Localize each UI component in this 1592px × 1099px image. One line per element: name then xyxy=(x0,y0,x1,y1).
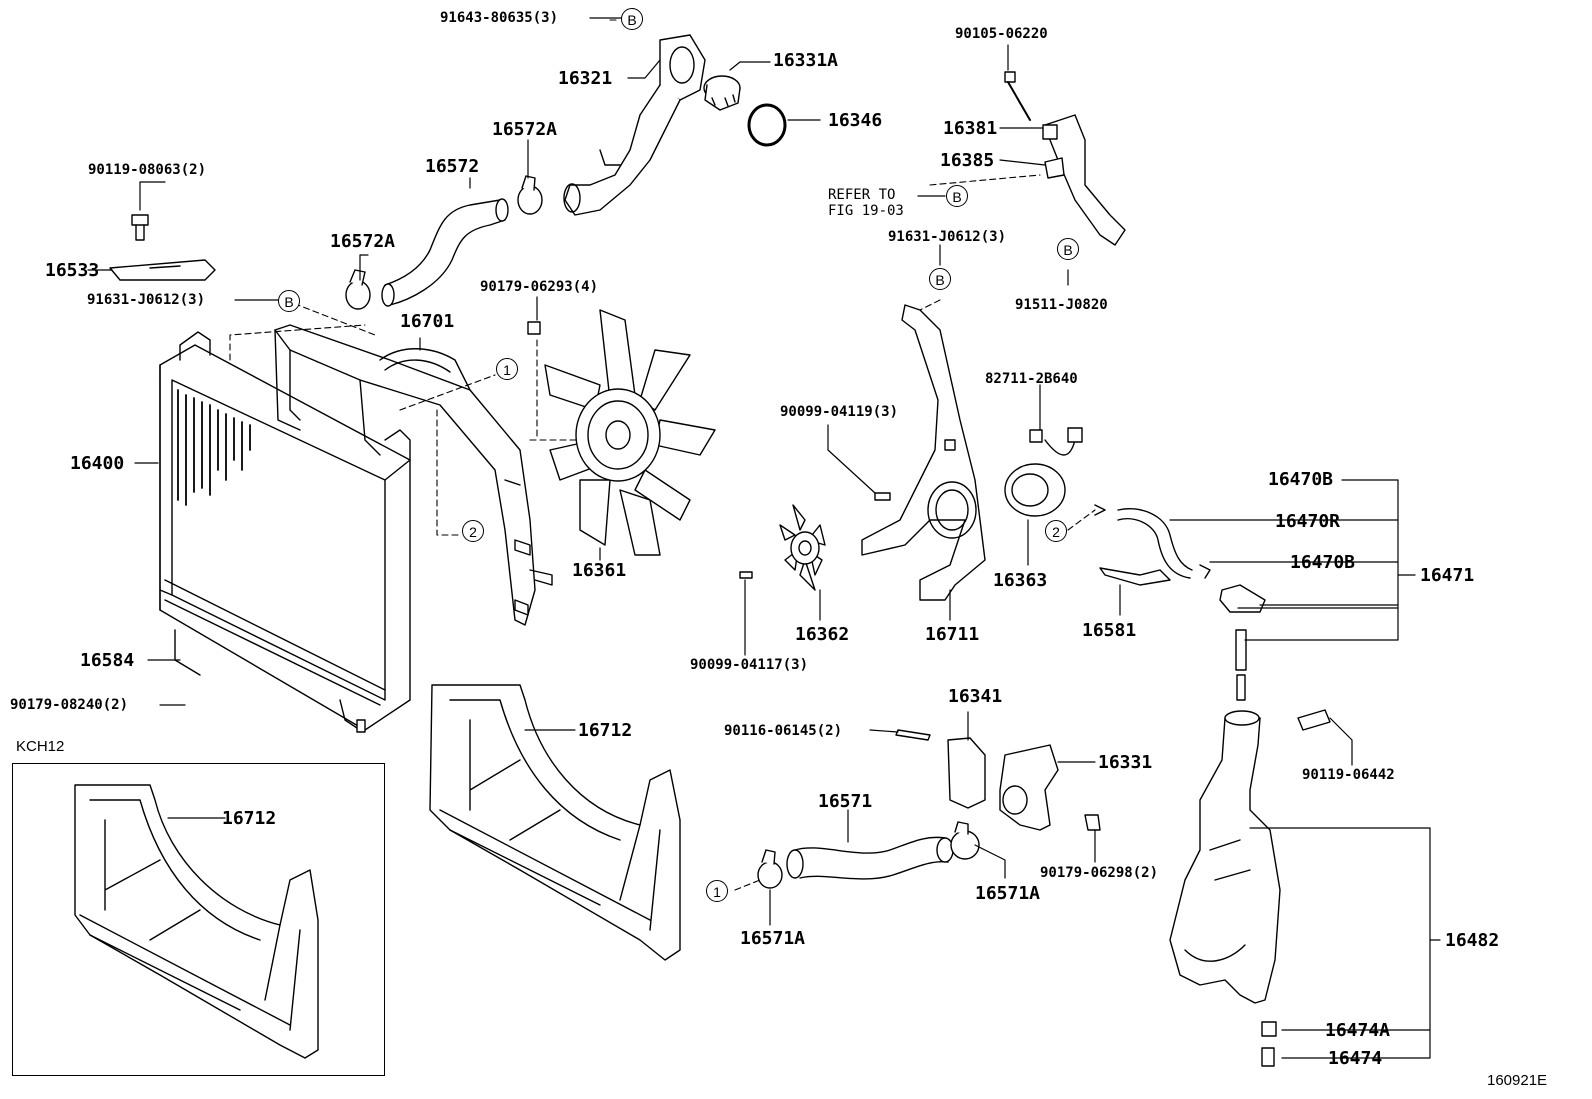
part-label-16470R: 16470R xyxy=(1275,511,1341,532)
lower-hose-drawing xyxy=(757,821,980,889)
inset-title-kch12: KCH12 xyxy=(16,738,65,755)
part-label-16572: 16572 xyxy=(425,156,480,177)
reservoir-hoses-drawing xyxy=(1094,504,1266,701)
marker-2: 2 xyxy=(462,520,484,542)
part-label-91631-J0612-left: 91631-J0612(3) xyxy=(87,292,206,308)
marker-b: B xyxy=(621,8,643,30)
refer-to-text: REFER TO xyxy=(828,187,896,203)
marker-2: 2 xyxy=(1045,520,1067,542)
part-label-16363: 16363 xyxy=(993,570,1048,591)
fan-motor-drawing xyxy=(1004,427,1083,517)
water-inlet-drawing xyxy=(895,729,1101,831)
part-label-91643-80635: 91643-80635(3) xyxy=(440,10,559,26)
thermostat-drawing xyxy=(703,75,741,111)
marker-b: B xyxy=(278,290,300,312)
part-label-16470B-top: 16470B xyxy=(1268,469,1334,490)
marker-1: 1 xyxy=(706,880,728,902)
marker-b: B xyxy=(946,185,968,207)
radiator-drawing xyxy=(159,331,411,733)
water-outlet-drawing xyxy=(563,34,706,216)
part-label-16581: 16581 xyxy=(1082,620,1137,641)
marker-1: 1 xyxy=(496,358,518,380)
part-label-91511-J0820: 91511-J0820 xyxy=(1015,297,1108,313)
part-label-16701: 16701 xyxy=(400,311,455,332)
part-label-90119-06442: 90119-06442 xyxy=(1302,767,1395,783)
part-label-16571A-right: 16571A xyxy=(975,883,1041,904)
part-label-90119-08063: 90119-08063(2) xyxy=(88,162,207,178)
part-label-16331: 16331 xyxy=(1098,752,1153,773)
bolt-drawing xyxy=(131,214,149,241)
inset-shroud-drawing xyxy=(74,784,319,1059)
part-label-16571: 16571 xyxy=(818,791,873,812)
leader-dashed-lines xyxy=(229,19,1096,891)
part-label-16381: 16381 xyxy=(943,118,998,139)
marker-b: B xyxy=(1057,238,1079,260)
part-label-90116-06145: 90116-06145(2) xyxy=(724,723,843,739)
reservoir-drawing xyxy=(1169,710,1281,1067)
part-label-16572A-left: 16572A xyxy=(330,231,396,252)
part-label-16474: 16474 xyxy=(1328,1048,1383,1069)
part-label-16712-inset: 16712 xyxy=(222,808,277,829)
part-label-16361: 16361 xyxy=(572,560,627,581)
part-label-16571A-left: 16571A xyxy=(740,928,806,949)
part-label-16331A: 16331A xyxy=(773,50,839,71)
reservoir-bolt-drawing xyxy=(1297,709,1331,731)
clip-drawing xyxy=(527,321,541,335)
part-label-16712-main: 16712 xyxy=(578,720,633,741)
part-label-16572A-top: 16572A xyxy=(492,119,558,140)
part-label-90179-08240: 90179-08240(2) xyxy=(10,697,129,713)
part-label-90105-06220: 90105-06220 xyxy=(955,26,1048,42)
part-label-16584: 16584 xyxy=(80,650,135,671)
screws-drawing xyxy=(739,492,891,579)
part-label-82711-2B640: 82711-2B640 xyxy=(985,371,1078,387)
marker-b: B xyxy=(929,268,951,290)
small-fan-drawing xyxy=(779,504,826,591)
part-label-90099-04117: 90099-04117(3) xyxy=(690,657,809,673)
gasket-drawing xyxy=(747,103,787,147)
upper-bracket-drawing xyxy=(1004,71,1126,246)
part-label-16400: 16400 xyxy=(70,453,125,474)
part-label-16474A: 16474A xyxy=(1325,1020,1391,1041)
part-label-16341: 16341 xyxy=(948,686,1003,707)
inset-panel-kch12 xyxy=(12,763,385,1076)
part-label-16482: 16482 xyxy=(1445,930,1500,951)
part-label-16533: 16533 xyxy=(45,260,100,281)
part-label-16470B-mid: 16470B xyxy=(1290,552,1356,573)
figure-reference-text: FIG 19-03 xyxy=(828,203,904,219)
fan-bracket-drawing xyxy=(861,304,986,601)
part-label-16362: 16362 xyxy=(795,624,850,645)
bracket-16533-drawing xyxy=(109,259,216,281)
part-label-91631-J0612-right: 91631-J0612(3) xyxy=(888,229,1007,245)
diagram-code: 160921E xyxy=(1487,1072,1548,1089)
part-label-90099-04119: 90099-04119(3) xyxy=(780,404,899,420)
leader-lines xyxy=(87,17,1441,1059)
lower-shroud-drawing xyxy=(429,684,681,961)
part-label-90179-06298: 90179-06298(2) xyxy=(1040,865,1159,881)
part-label-16471: 16471 xyxy=(1420,565,1475,586)
part-label-16321: 16321 xyxy=(558,68,613,89)
part-label-16385: 16385 xyxy=(940,150,995,171)
cooling-fan-drawing xyxy=(544,309,716,556)
part-label-90179-06293: 90179-06293(4) xyxy=(480,279,599,295)
part-label-16346: 16346 xyxy=(828,110,883,131)
part-label-16711: 16711 xyxy=(925,624,980,645)
